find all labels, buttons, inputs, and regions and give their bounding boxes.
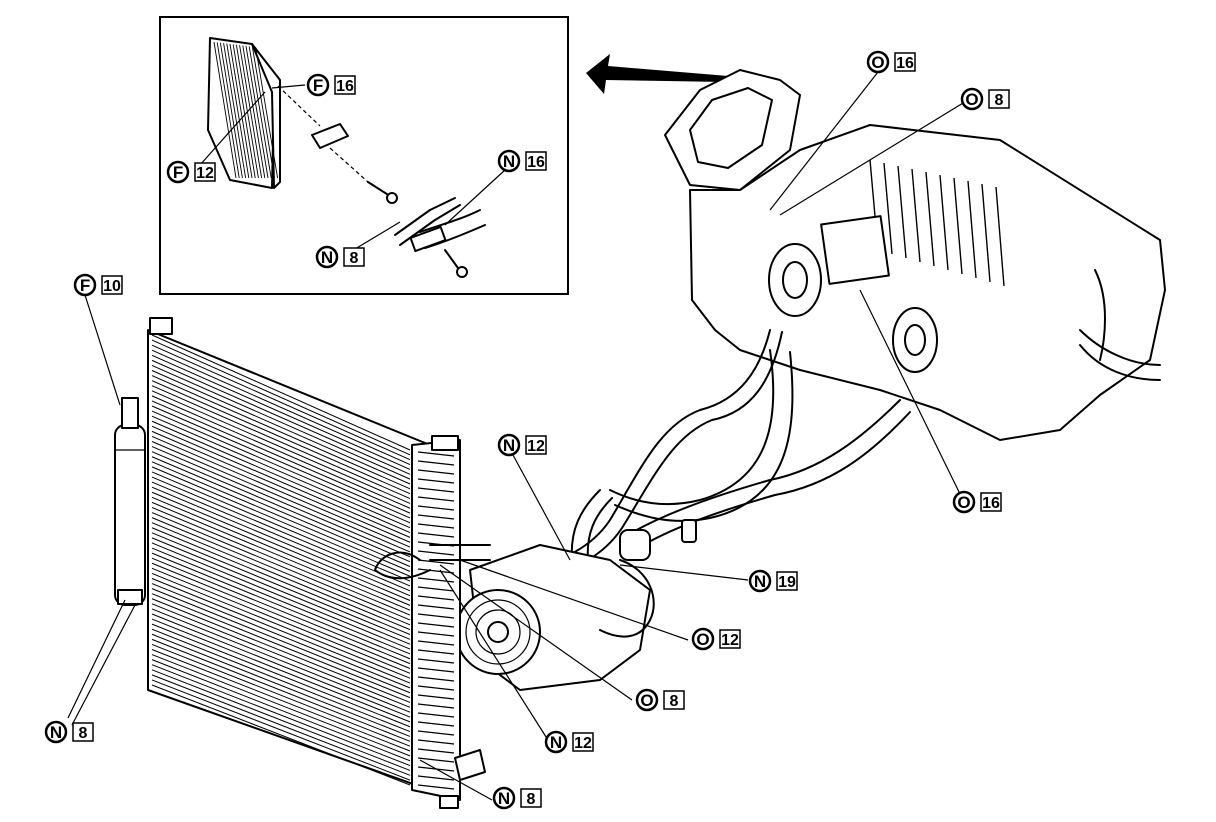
inset-detail-box: F 16 F 12 N 16 N 8 (159, 16, 569, 295)
svg-text:N: N (498, 789, 510, 808)
svg-text:8: 8 (527, 791, 536, 808)
leader-inset-f16 (271, 84, 306, 89)
callout-n-8-bottom: N 8 (492, 786, 542, 810)
callout-n-12-lower: N 12 (544, 730, 594, 754)
svg-text:16: 16 (336, 78, 354, 95)
svg-text:12: 12 (527, 438, 545, 455)
leader-lines (67, 71, 969, 801)
callout-o-16-lower: O 16 (952, 490, 1002, 514)
callout-n-8-left: N 8 (44, 720, 94, 744)
callout-f-10: F 10 (73, 273, 123, 297)
condenser-fins (151, 334, 411, 786)
svg-text:N: N (321, 248, 333, 267)
filter-clip-drawing (277, 85, 398, 204)
svg-text:16: 16 (527, 154, 545, 171)
svg-text:O: O (640, 691, 653, 710)
inset-hose-bracket-drawing (394, 197, 486, 278)
callout-inset-f-16: F 16 (306, 73, 356, 97)
hvac-unit-drawing (664, 69, 1166, 441)
callout-inset-n-16: N 16 (497, 149, 547, 173)
callout-n-19: N 19 (748, 569, 798, 593)
svg-text:N: N (754, 572, 766, 591)
compressor-drawing (455, 529, 655, 691)
svg-text:16: 16 (896, 55, 914, 72)
svg-text:N: N (503, 436, 515, 455)
svg-text:N: N (550, 733, 562, 752)
callout-o-8-top: O 8 (960, 87, 1010, 111)
receiver-drier-drawing (114, 397, 146, 606)
svg-text:N: N (503, 152, 515, 171)
svg-text:O: O (957, 493, 970, 512)
cabin-filter-drawing (207, 37, 281, 189)
callout-o-16-top: O 16 (866, 50, 916, 74)
svg-text:12: 12 (196, 165, 214, 182)
callout-inset-f-12: F 12 (166, 160, 216, 184)
detail-arrow (586, 54, 728, 94)
svg-text:F: F (313, 76, 323, 95)
svg-text:O: O (871, 53, 884, 72)
svg-text:12: 12 (574, 735, 592, 752)
cabin-filter-pleats (213, 41, 279, 179)
svg-text:F: F (173, 163, 183, 182)
svg-text:8: 8 (670, 693, 679, 710)
callout-o-8-lower: O 8 (635, 688, 685, 712)
leader-inset-f12 (199, 91, 266, 166)
svg-text:O: O (696, 630, 709, 649)
callout-n-12-upper: N 12 (497, 433, 547, 457)
callout-inset-n-8: N 8 (315, 245, 365, 269)
condenser-drawing (147, 317, 491, 809)
svg-text:8: 8 (995, 92, 1004, 109)
svg-text:10: 10 (103, 278, 121, 295)
svg-text:16: 16 (982, 495, 1000, 512)
svg-text:F: F (80, 276, 90, 295)
svg-text:N: N (50, 723, 62, 742)
leader-inset-n16 (444, 169, 506, 226)
svg-text:19: 19 (778, 574, 796, 591)
callout-o-12: O 12 (691, 627, 741, 651)
svg-text:8: 8 (350, 250, 359, 267)
svg-text:8: 8 (79, 725, 88, 742)
svg-text:12: 12 (721, 632, 739, 649)
svg-text:O: O (965, 90, 978, 109)
